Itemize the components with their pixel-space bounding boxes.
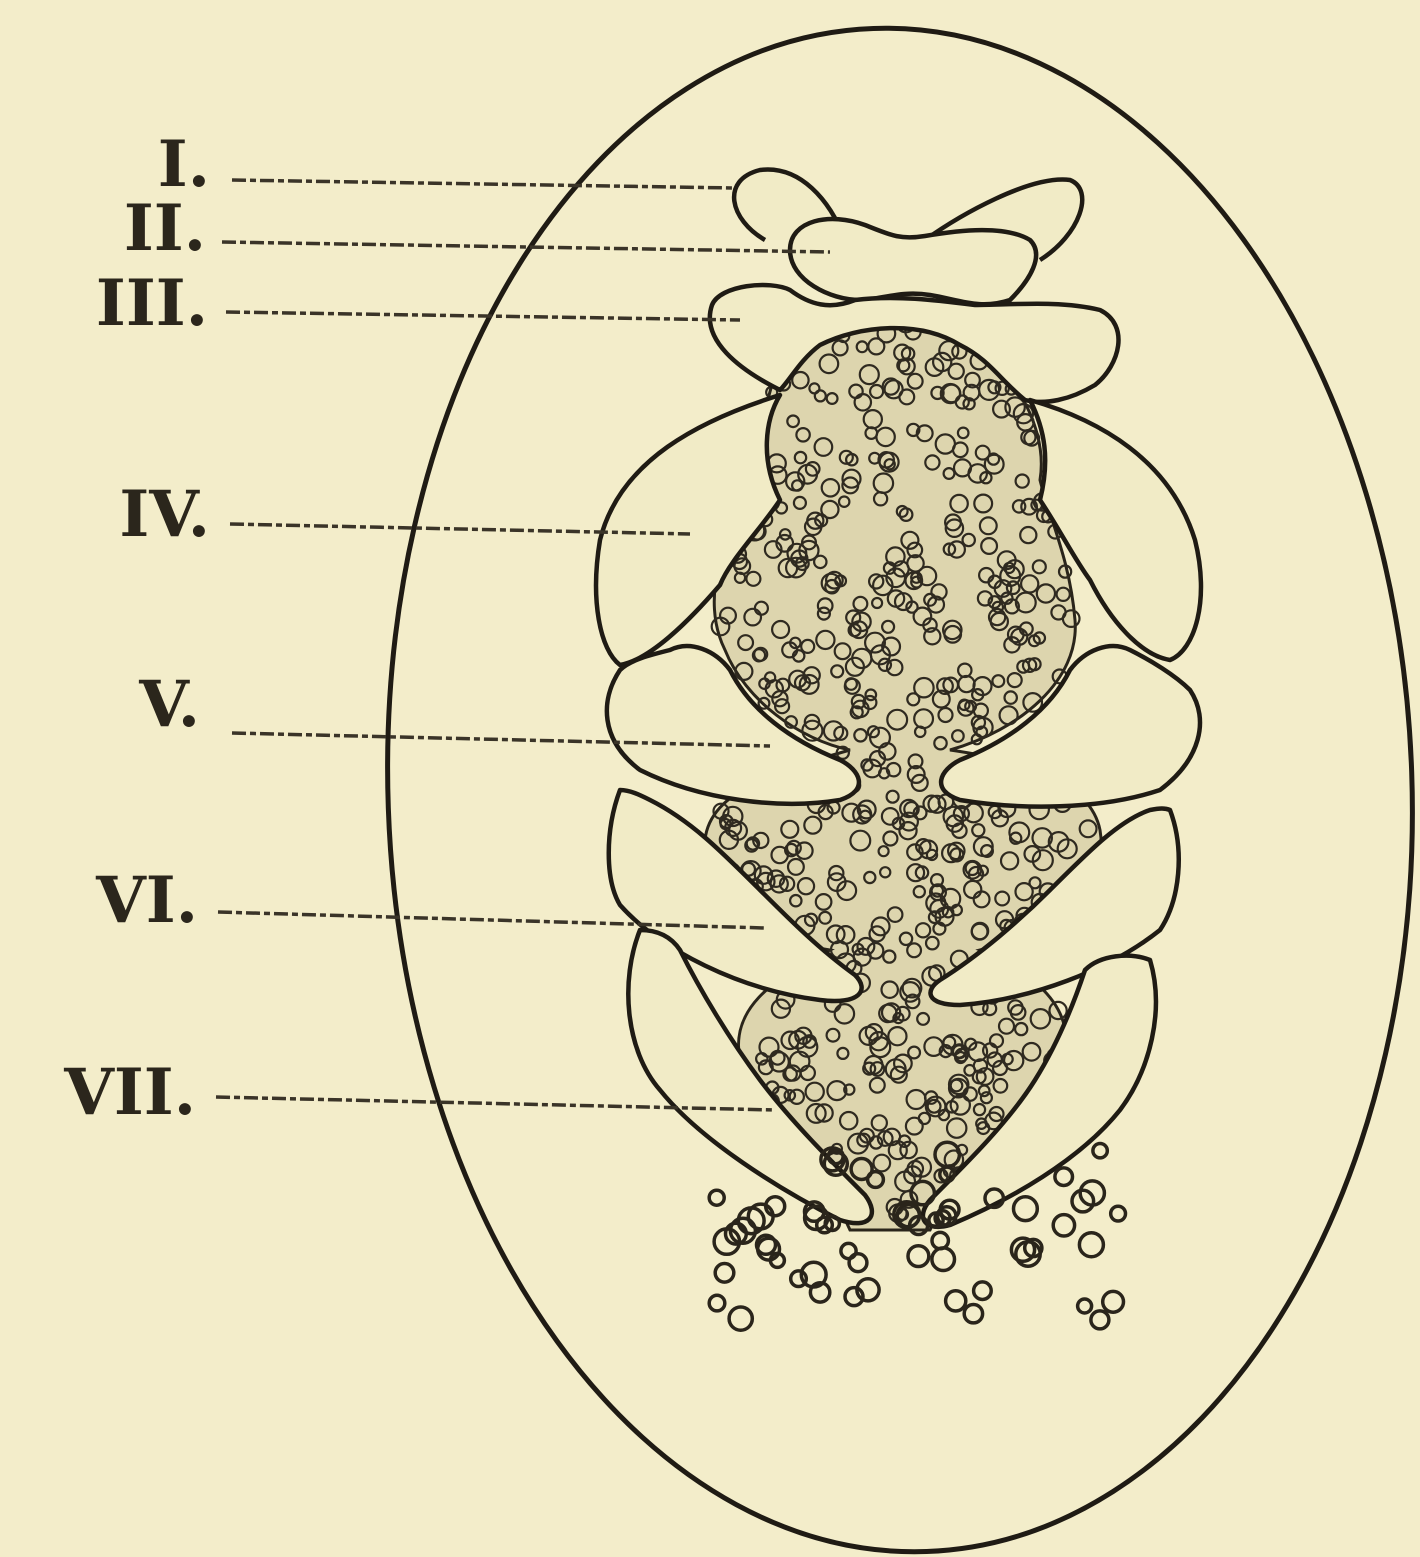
- loose-cell: [932, 1248, 955, 1271]
- loose-cell: [1091, 1311, 1109, 1329]
- loose-cell: [1014, 1197, 1038, 1221]
- loose-cell: [1079, 1233, 1103, 1257]
- loose-cell: [932, 1232, 948, 1248]
- loose-cell: [1093, 1144, 1107, 1158]
- loose-cell: [1055, 1168, 1073, 1186]
- segment-II: [790, 219, 1036, 304]
- loose-cell: [946, 1291, 966, 1311]
- loose-cell: [974, 1282, 992, 1300]
- loose-cell: [908, 1246, 929, 1267]
- label-II: II.: [124, 191, 206, 266]
- loose-cell: [709, 1295, 725, 1311]
- label-VII: VII.: [63, 1055, 196, 1130]
- label-III: III.: [96, 266, 208, 341]
- label-V: V.: [138, 667, 200, 742]
- leader-line-I: [232, 180, 735, 188]
- loose-cell: [715, 1264, 734, 1283]
- loose-cell: [1103, 1291, 1124, 1312]
- loose-cell: [709, 1190, 724, 1205]
- loose-cell: [964, 1305, 982, 1323]
- loose-cell: [1078, 1299, 1092, 1313]
- leader-line-III: [226, 312, 740, 320]
- loose-cell: [729, 1307, 752, 1330]
- loose-cell: [849, 1254, 867, 1272]
- label-IV: IV.: [119, 477, 210, 552]
- loose-cell: [1053, 1215, 1074, 1236]
- label-VI: VI.: [95, 863, 198, 938]
- loose-cell: [1111, 1206, 1126, 1221]
